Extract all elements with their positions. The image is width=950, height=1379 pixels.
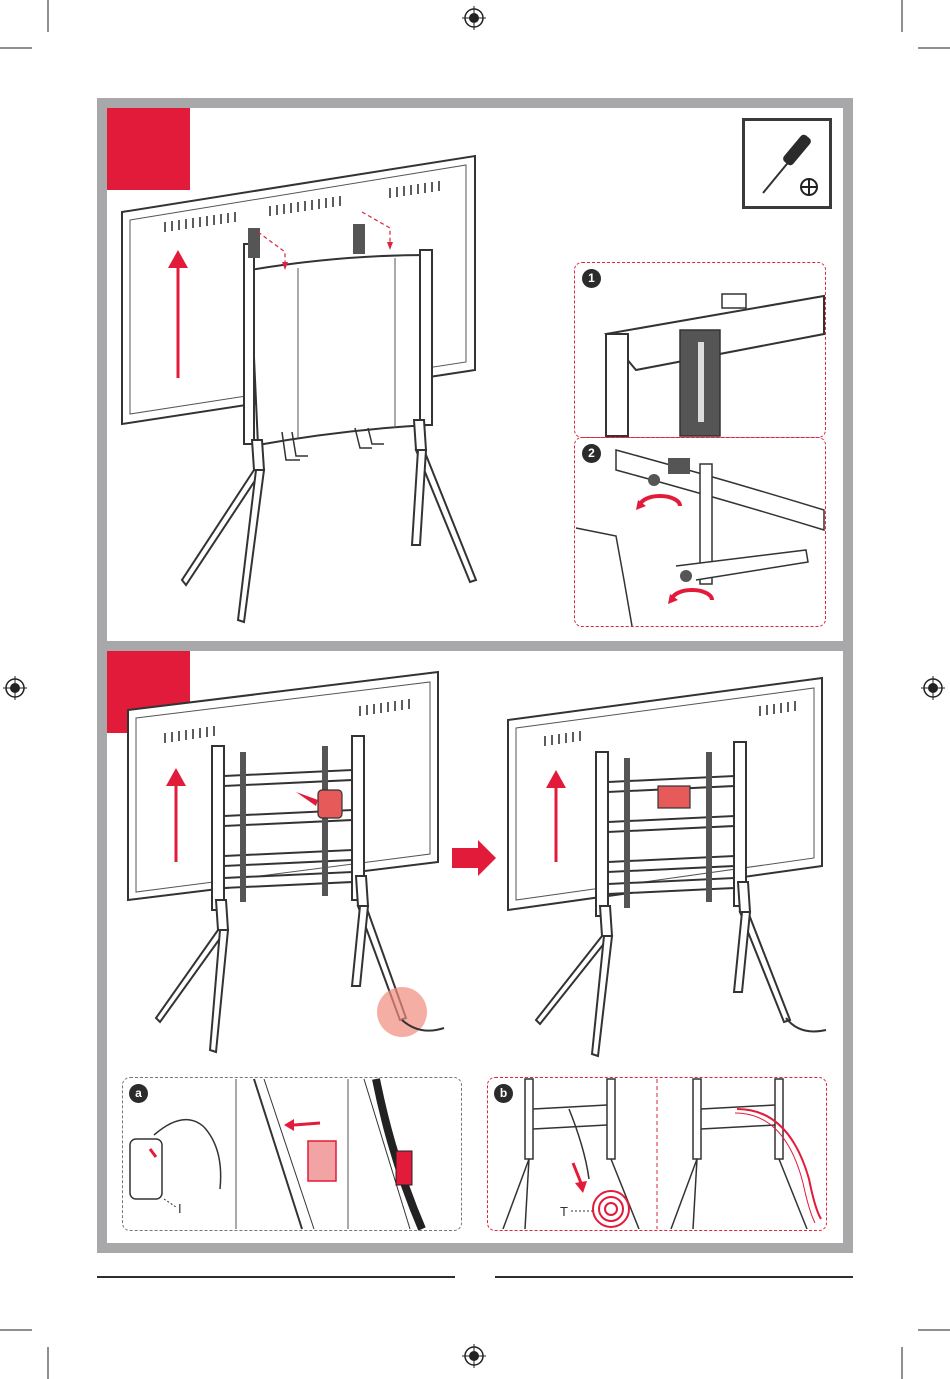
detail-illustration-b [489, 1079, 825, 1229]
callout-i-label: I [178, 1201, 182, 1216]
footer-rule-right [495, 1276, 853, 1278]
detail-illustration-a [124, 1079, 460, 1229]
callout-t-label: T [560, 1204, 568, 1219]
footer-rule-left [97, 1276, 455, 1278]
